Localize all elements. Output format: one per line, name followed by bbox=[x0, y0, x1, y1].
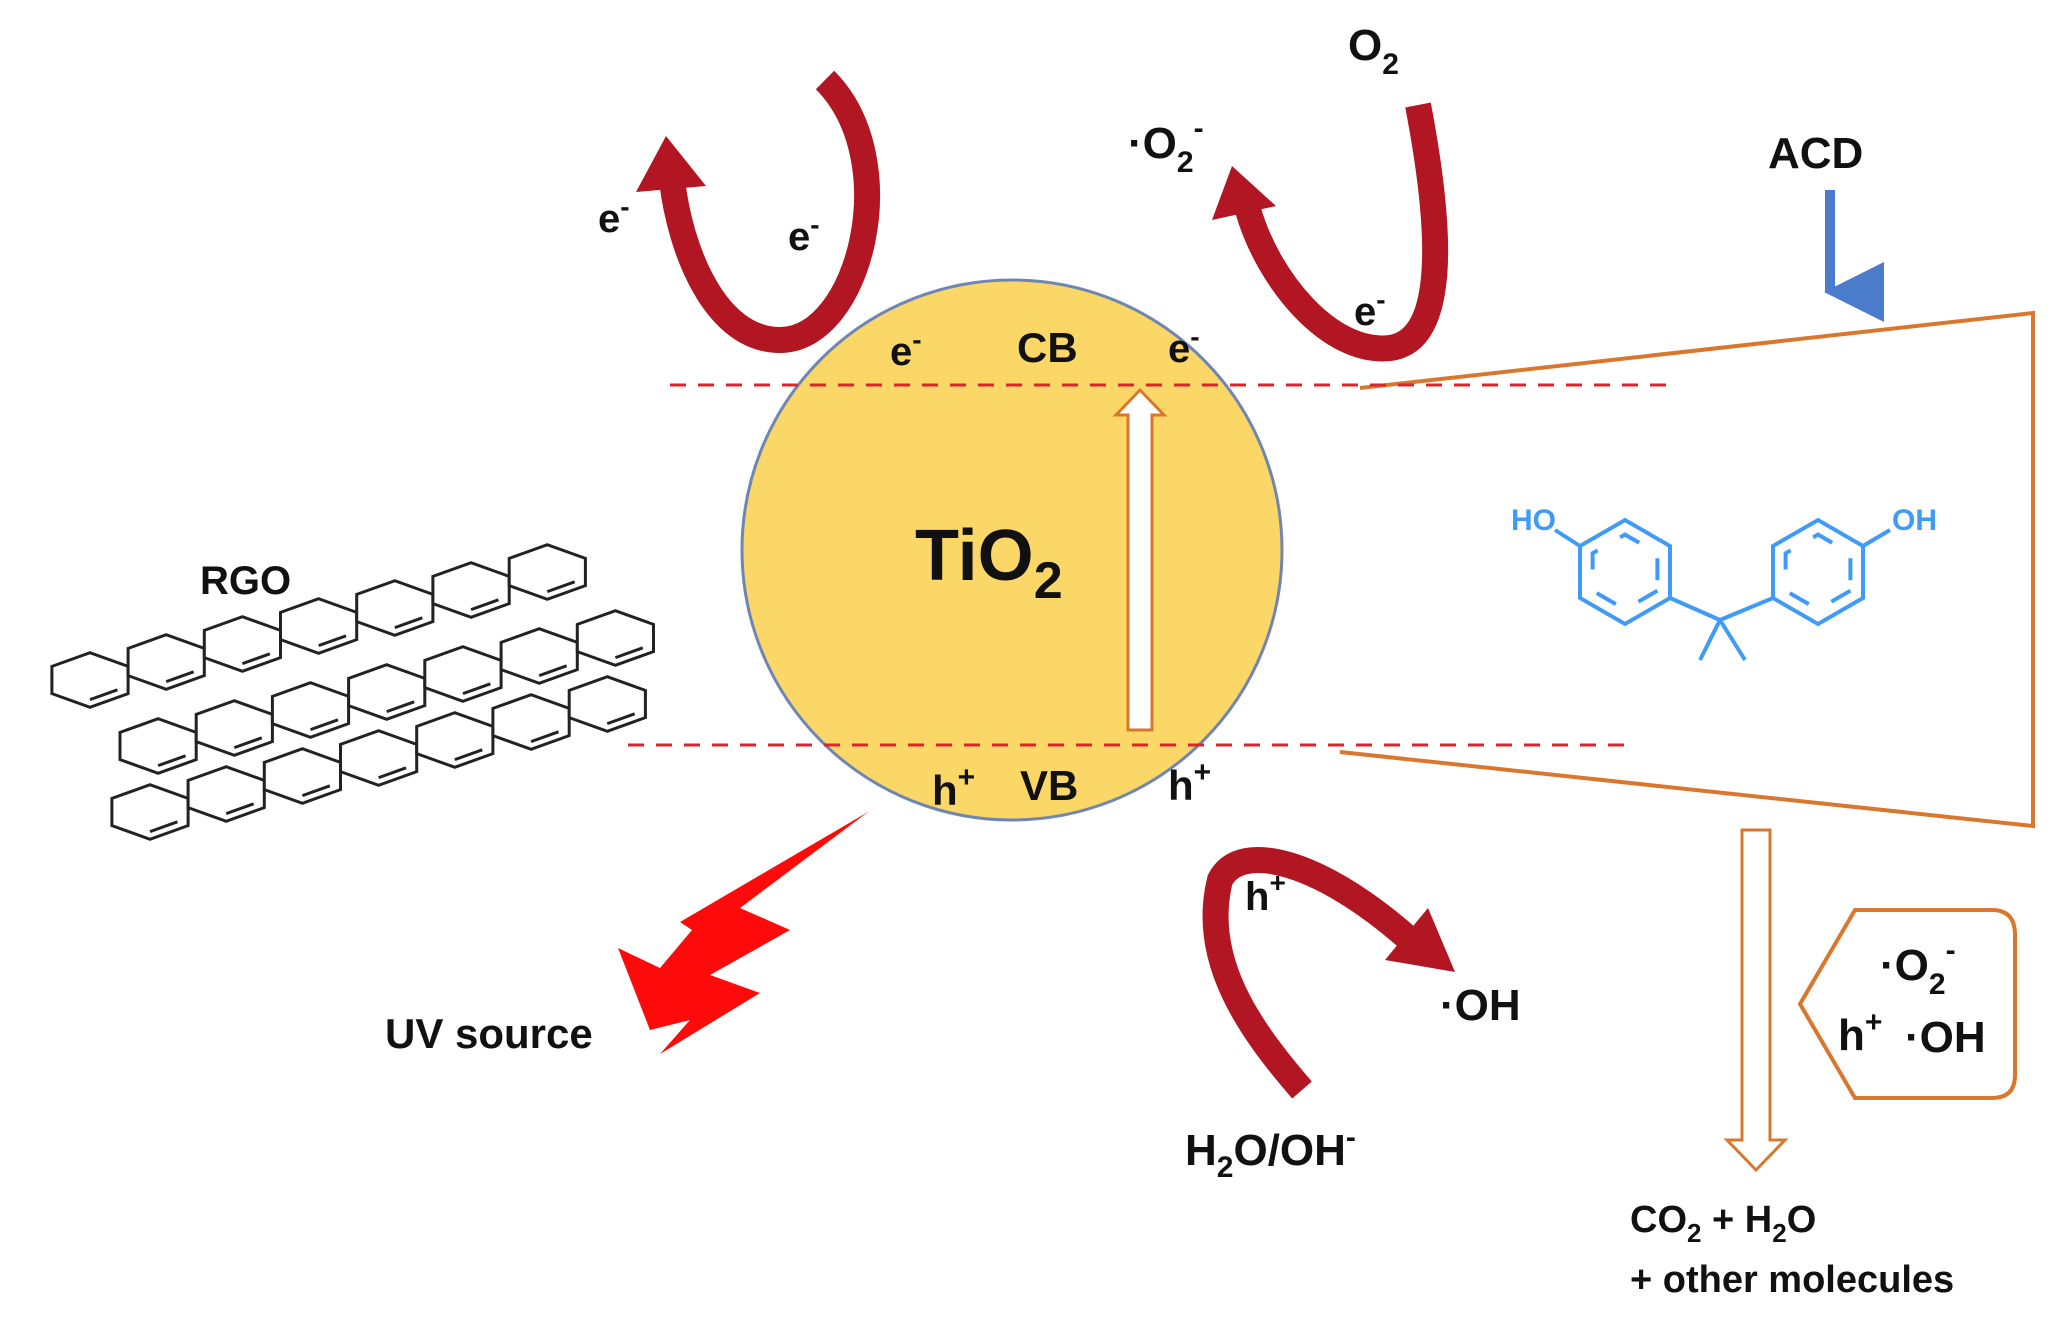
graphene-double-bond bbox=[310, 718, 339, 732]
bpa-ho-label: HO bbox=[1511, 504, 1556, 537]
hydroxyl-radical-label: ·OH bbox=[1440, 981, 1521, 1030]
hole-label: h+ bbox=[1168, 756, 1211, 809]
molecule-funnel bbox=[1339, 310, 2035, 829]
reactive-species-box bbox=[1797, 908, 2017, 1100]
bpa-right-ring-inner bbox=[1783, 532, 1853, 612]
graphene-double-bond bbox=[225, 802, 255, 816]
superoxide-label: ·O2- bbox=[1128, 112, 1204, 179]
electron-label: e- bbox=[890, 324, 922, 374]
graphene-double-bond bbox=[386, 700, 415, 714]
uv-lightning-icon bbox=[618, 812, 868, 1054]
graphene-double-bond bbox=[301, 784, 331, 798]
graphene-sheet bbox=[50, 543, 655, 841]
oxygen-reduction-arrow bbox=[1235, 102, 1449, 362]
electron-label: e- bbox=[1168, 321, 1200, 371]
graphene-double-bond bbox=[89, 688, 118, 702]
graphene-double-bond bbox=[318, 634, 347, 648]
bpa-left-oh-bond bbox=[1553, 528, 1582, 548]
bpa-methyl-bond bbox=[1698, 619, 1722, 661]
bpa-methyl-bond bbox=[1718, 618, 1747, 662]
bpa-molecule bbox=[1553, 517, 1892, 662]
graphene-double-bond bbox=[454, 748, 483, 762]
graphene-double-bond bbox=[165, 670, 195, 684]
oxygen-reduction-arrowhead bbox=[1212, 166, 1276, 220]
electron-label: e- bbox=[788, 209, 820, 259]
hole-oxidation-arrow bbox=[1202, 847, 1419, 1099]
bpa-left-bridge-bond bbox=[1669, 596, 1721, 622]
bpa-right-oh-bond bbox=[1861, 528, 1892, 548]
graphene-double-bond bbox=[241, 652, 271, 666]
graphene-double-bond bbox=[538, 664, 568, 678]
tio2-label: TiO2 bbox=[915, 516, 1063, 610]
graphene-double-bond bbox=[614, 646, 644, 660]
hole-label: h+ bbox=[932, 761, 975, 814]
electron-label: e- bbox=[1354, 284, 1386, 334]
graphene-double-bond bbox=[530, 730, 559, 744]
graphene-double-bond bbox=[606, 712, 636, 726]
graphene-double-bond bbox=[546, 580, 576, 594]
graphene-double-bond bbox=[462, 682, 491, 696]
graphene-double-bond bbox=[470, 598, 499, 612]
graphene-double-bond bbox=[394, 616, 423, 630]
bpa-right-bridge-bond bbox=[1719, 596, 1774, 622]
bpa-left-ring-inner bbox=[1590, 532, 1660, 612]
graphene-double-bond bbox=[149, 820, 178, 834]
hole-label: h+ bbox=[1245, 867, 1286, 919]
graphene-double-bond bbox=[378, 766, 407, 780]
water-label: H2O/OH- bbox=[1185, 1121, 1356, 1184]
species-superoxide-label: ·O2- bbox=[1880, 934, 1956, 1001]
electron-label: e- bbox=[598, 191, 630, 241]
uv-source-label: UV source bbox=[385, 1010, 593, 1057]
hole-oxidation-arrowhead bbox=[1385, 908, 1455, 972]
degradation-arrow bbox=[1723, 828, 1789, 1173]
acd-label: ACD bbox=[1768, 129, 1863, 178]
rgo-label: RGO bbox=[200, 559, 291, 603]
excitation-arrow bbox=[1112, 387, 1168, 732]
products-label: CO2 + H2O bbox=[1630, 1199, 1816, 1248]
bpa-oh-label: OH bbox=[1892, 504, 1937, 537]
graphene-double-bond bbox=[157, 754, 187, 768]
vb-label: VB bbox=[1020, 762, 1078, 809]
cb-label: CB bbox=[1017, 324, 1078, 371]
species-hydroxyl-label: ·OH bbox=[1905, 1013, 1986, 1062]
electron-transfer-arrow bbox=[659, 70, 880, 354]
other-molecules-label: + other molecules bbox=[1630, 1259, 1954, 1301]
electron-transfer-arrowhead bbox=[636, 136, 706, 192]
species-hole-label: h+ bbox=[1838, 1006, 1882, 1060]
oxygen-label: O2 bbox=[1348, 21, 1399, 81]
graphene-double-bond bbox=[233, 736, 263, 750]
